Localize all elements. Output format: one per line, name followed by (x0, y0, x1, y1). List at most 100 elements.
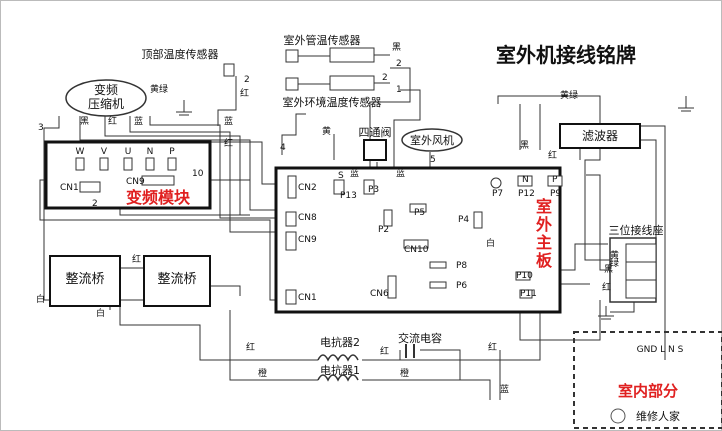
reactor-coils (317, 354, 359, 382)
pin-plug-V (99, 157, 109, 171)
connector-cn9_module: CN9 (126, 177, 145, 187)
compressor-label-2: 压缩机 (88, 96, 124, 111)
ambient-temp-sensor-label: 室外环境温度传感器 (283, 95, 382, 109)
terminal-gnd-lns-label: GND L N S (637, 345, 684, 355)
amb-sensor-box (285, 77, 299, 91)
four-way-valve-label: 四通阀 (359, 125, 392, 139)
connector-two: 2 (92, 199, 98, 209)
connector-ten: 10 (192, 169, 204, 179)
wire-lv_t: 绿 (610, 257, 619, 269)
connector-and-wire-labels: CN1CN9102CN2SP13P3P2CN8CN9P5P4CN10P8P6CN… (36, 42, 619, 395)
rectifier-2-box (143, 255, 211, 307)
wire-one_pipe: 1 (396, 85, 402, 95)
compressor-ellipse (65, 79, 147, 117)
connector-p7: P7 (492, 189, 503, 199)
connector-p4: P4 (458, 215, 469, 225)
ac-capacitor-symbol (405, 344, 415, 358)
pin-plug-P (167, 157, 177, 171)
wire-cheng1: 橙 (258, 367, 267, 379)
connector-p8: P8 (456, 261, 467, 271)
outdoor-board-label-1: 室 (536, 197, 552, 216)
wire-hei_pipe: 黑 (392, 42, 401, 53)
wire-hong_t: 红 (602, 281, 611, 293)
reactor2-label: 电抗器2 (320, 335, 360, 349)
connector-cn2: CN2 (298, 183, 317, 193)
connector-cn8: CN8 (298, 213, 317, 223)
wire-cheng2: 橙 (400, 367, 409, 379)
outdoor-board-label-4: 板 (536, 251, 553, 270)
inverter-module-label: 变频模块 (126, 188, 191, 207)
pin-N: N (147, 147, 154, 157)
wire-lan_a: 蓝 (350, 167, 359, 179)
top-sensor-symbol (223, 63, 235, 77)
page-title: 室外机接线铭牌 (496, 43, 636, 67)
pin-V: V (101, 147, 108, 157)
connector-n: N (522, 175, 529, 185)
wire-lan_bot: 蓝 (500, 383, 509, 395)
connector-p12: P12 (518, 189, 535, 199)
amb-sensor-probe (329, 75, 375, 91)
wire-lan_b: 蓝 (396, 167, 405, 179)
wire-hong_b2: 红 (380, 345, 389, 357)
pin-P: P (169, 147, 175, 157)
connector-p13: P13 (340, 191, 357, 201)
wires (39, 67, 666, 400)
filter-label: 滤波器 (582, 129, 618, 143)
compressor-label-1: 变频 (94, 82, 118, 97)
pin-plug-W (75, 157, 85, 171)
connector-p5: P5 (414, 208, 425, 218)
wire-lan1: 蓝 (134, 115, 143, 127)
wire-hong_cn: 红 (224, 137, 233, 149)
module-cn1-plug (79, 181, 101, 193)
wire-huang: 黄 (322, 125, 331, 137)
wire-hong_r: 红 (132, 253, 141, 265)
wire-five: 5 (430, 155, 436, 165)
reactor1-label: 电抗器1 (320, 363, 360, 377)
board-connectors (285, 175, 563, 305)
wire-bai_m: 白 (96, 307, 105, 319)
connector-cn9: CN9 (298, 235, 317, 245)
wire-bai_p4: 白 (486, 237, 495, 249)
wire-hong_f: 红 (548, 149, 557, 161)
pin-plug-N (145, 157, 155, 171)
connector-cn10: CN10 (404, 245, 429, 255)
connector-cn6: CN6 (370, 289, 389, 299)
watermark-text: 维修人家 (636, 409, 680, 423)
outdoor-fan-label: 室外风机 (410, 133, 454, 147)
filter-box (559, 123, 641, 149)
connector-p11: P11 (520, 289, 537, 299)
wire-four: 4 (280, 143, 286, 153)
wire-two_top: 2 (244, 75, 250, 85)
rectifier-1-label: 整流桥 (65, 272, 104, 287)
ground-symbols (176, 96, 694, 320)
ac-capacitor-label: 交流电容 (398, 331, 442, 345)
outdoor-board-label-2: 外 (535, 215, 552, 234)
top-temp-sensor-label: 顶部温度传感器 (142, 47, 219, 61)
outdoor-fan-ellipse (401, 128, 463, 152)
inverter-module-box (44, 140, 212, 210)
connector-cn1: CN1 (298, 293, 317, 303)
pipe-sensor-probe (329, 47, 375, 63)
four-way-valve-body (363, 139, 387, 161)
pin-U: U (125, 147, 132, 157)
wire-huanglv_comp: 黄绿 (150, 83, 168, 95)
wire-huanglv_top: 黄绿 (560, 89, 578, 101)
wire-hong_b3: 红 (488, 341, 497, 353)
pipe-sensor-box (285, 49, 299, 63)
rectifier-1-box (49, 255, 121, 307)
p7-terminal (490, 177, 502, 189)
connector-p: P (552, 175, 558, 185)
indoor-part-label: 室内部分 (618, 382, 678, 400)
terminal-block-label: 三位接线座 (609, 223, 664, 237)
terminal-block-inner (625, 243, 657, 299)
connector-p10: P10 (516, 271, 533, 281)
outdoor-board-label-3: 主 (536, 233, 552, 252)
wire-two_amb: 2 (382, 73, 388, 83)
pipe-temp-sensor-label: 室外管温传感器 (284, 33, 361, 47)
module-cn9-plug (141, 175, 175, 186)
indoor-part-box (573, 331, 722, 429)
wire-hong_top: 红 (240, 87, 249, 99)
